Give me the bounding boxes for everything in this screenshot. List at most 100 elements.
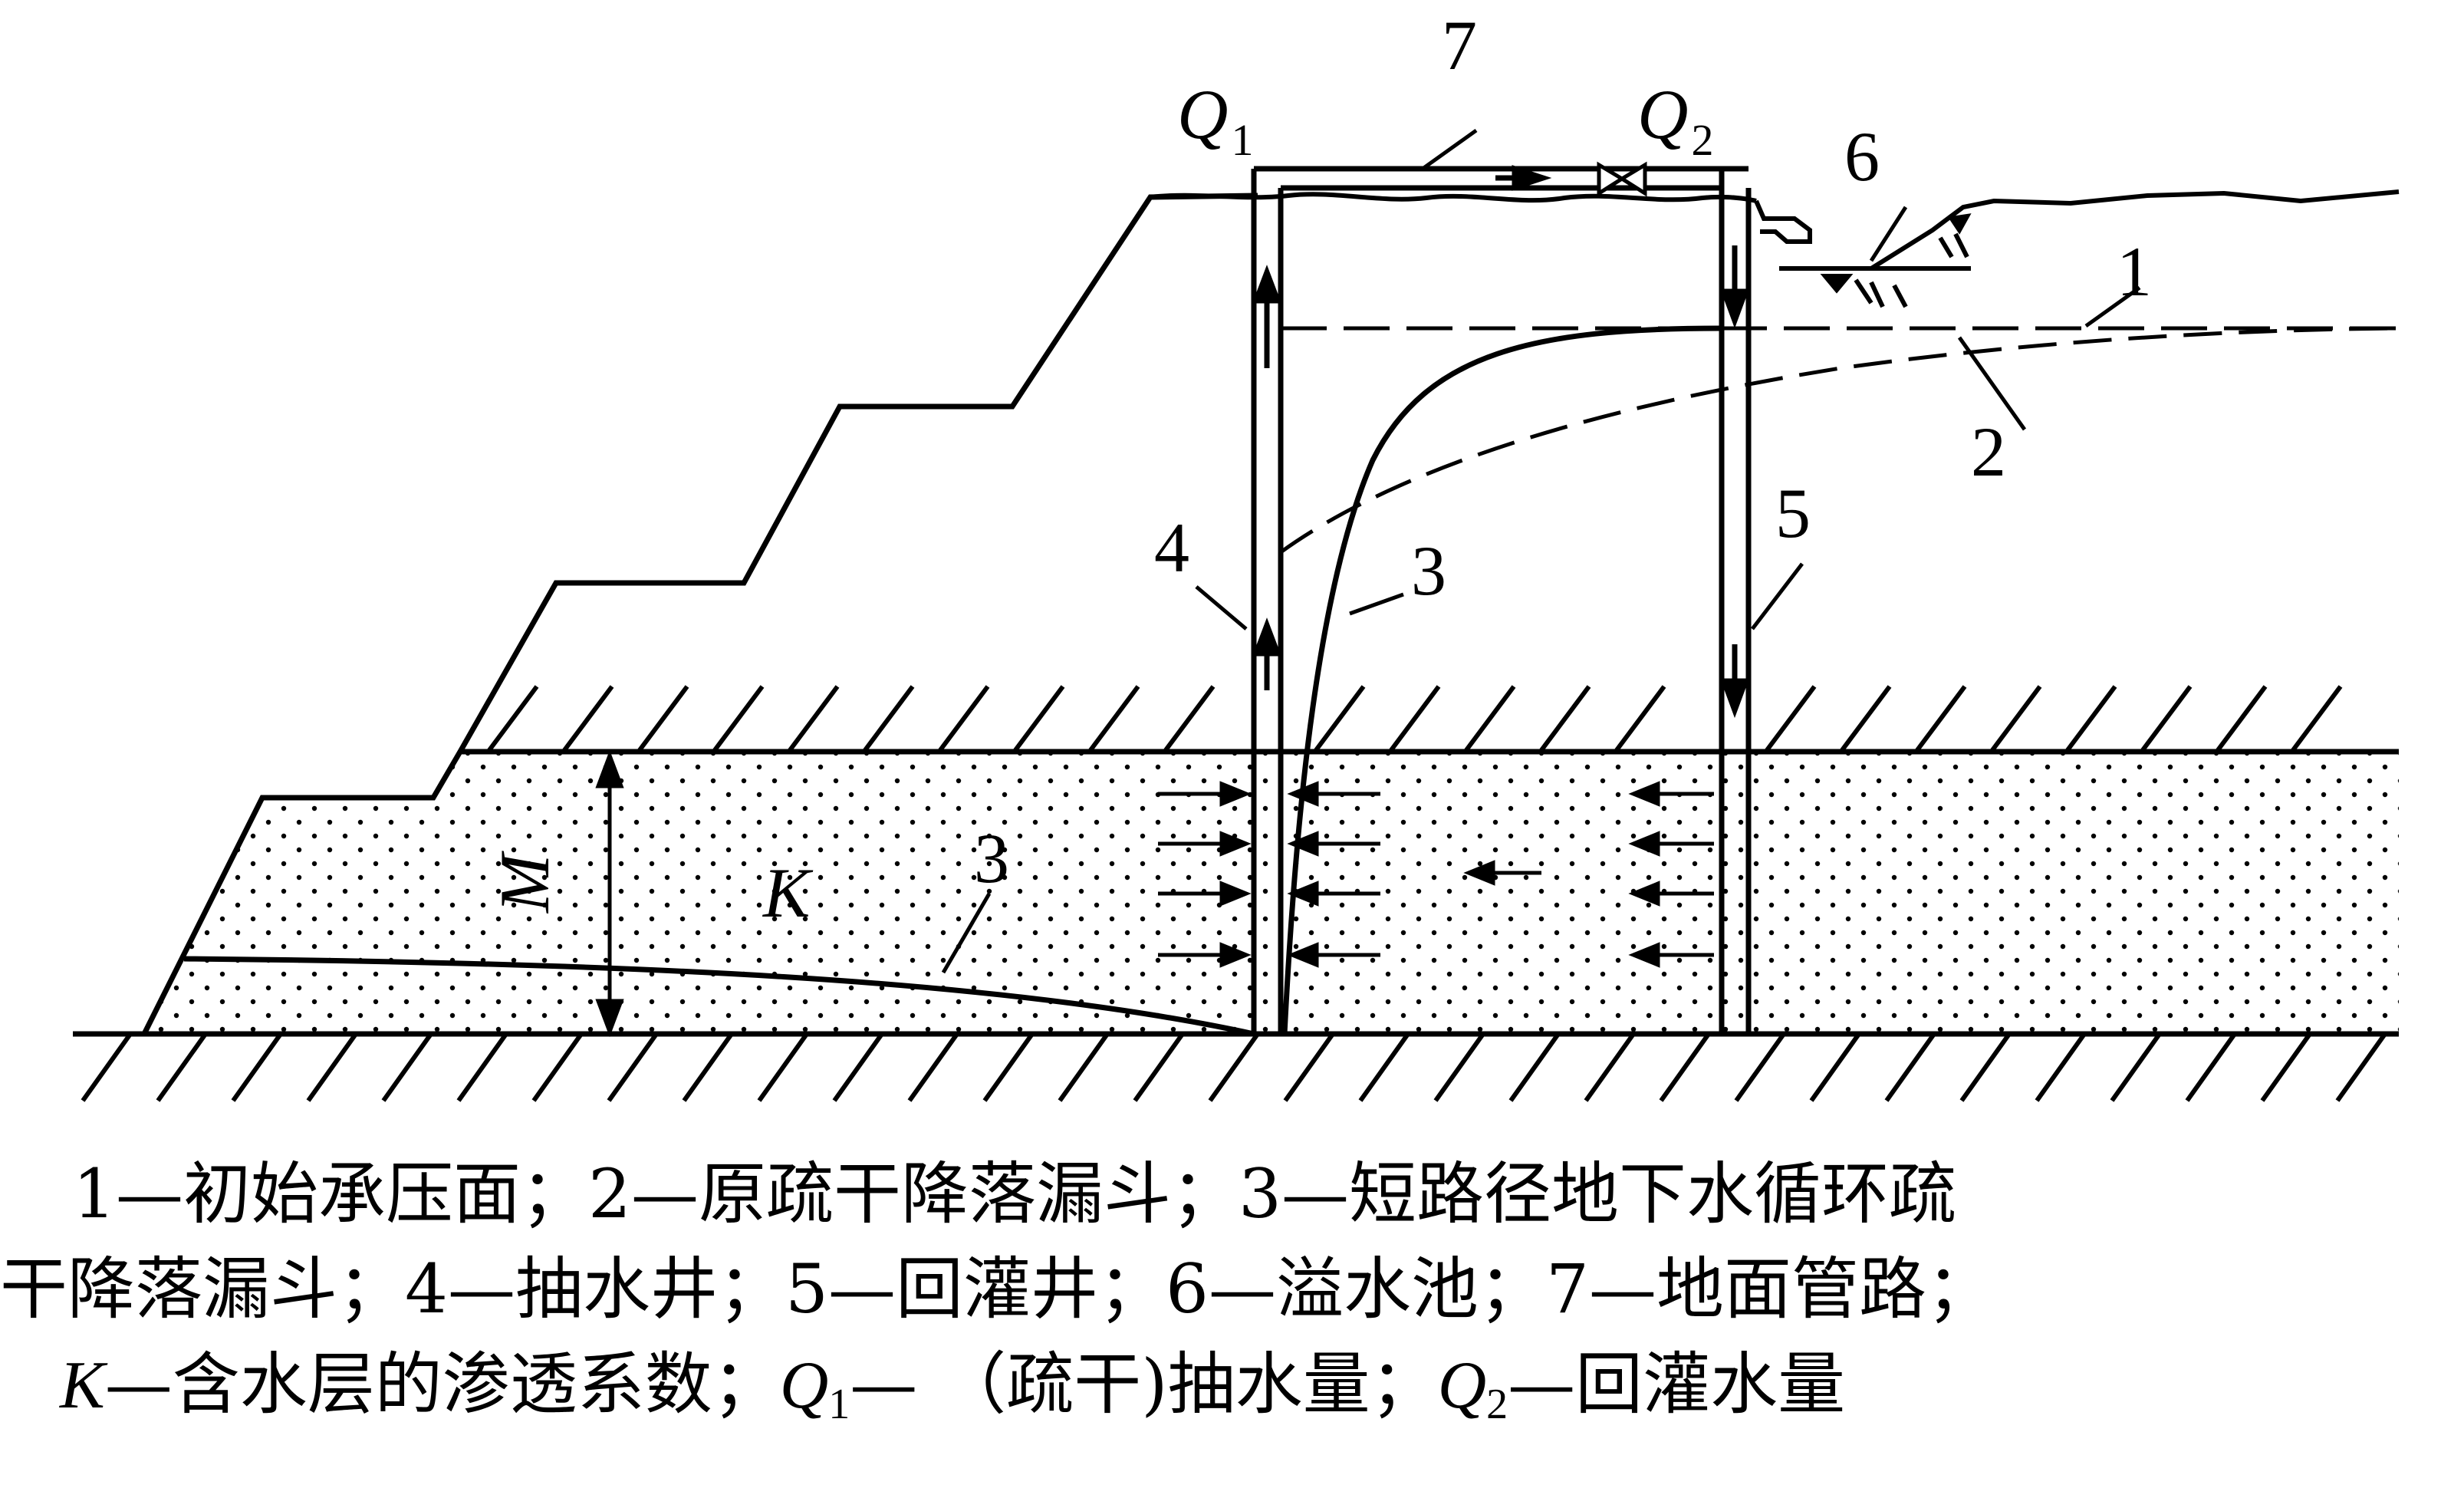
hatch-mark [531,1032,584,1102]
hatch-mark [1058,1032,1110,1102]
hatch-mark [1389,685,1441,752]
hatch-mark [1314,685,1366,752]
hatch-mark [2335,1032,2387,1102]
caption-line-2-text: 干降落漏斗；4—抽水井；5—回灌井；6—溢水池；7—地面管路； [0,1249,1994,1328]
hatch-mark [2216,685,2268,752]
flow-arrow [1287,881,1380,907]
caption-q1-desc: — （疏干)抽水量； [850,1345,1438,1424]
hatch-mark [487,685,539,752]
hatch-mark [1809,1032,1861,1102]
flow-arrow [1158,881,1252,907]
hatch-mark [2035,1032,2087,1102]
hatch-mark [1433,1032,1485,1102]
hatch-mark [381,1032,433,1102]
hatch-mark [1539,685,1591,752]
hatch-mark [1133,1032,1185,1102]
hatch-mark [2110,1032,2162,1102]
ground-surface [1150,192,1757,203]
hatch-mark [1765,685,1817,752]
hatch-mark [607,1032,659,1102]
caption-q1: Q1 [779,1348,850,1428]
hatch-mark [456,1032,508,1102]
label-6: 6 [1844,117,1880,196]
flow-arrow [1628,831,1714,857]
flow-arrow [1158,831,1252,857]
label-q2: Q2 [1637,75,1713,165]
hatch-mark [1990,685,2042,752]
hatch-mark [1659,1032,1711,1102]
hatch-mark [788,685,840,752]
hatch-mark [1163,685,1216,752]
hatch-mark [156,1032,208,1102]
original-drainage-funnel [1279,326,2400,555]
valve-icon [1597,161,1647,197]
hatch-mark [231,1032,283,1102]
hatch-mark [863,685,915,752]
terrace-slope [141,193,1258,1035]
hatch-mark [757,1032,809,1102]
caption-q2: Q2 [1437,1348,1508,1428]
hatch-mark [1734,1032,1786,1102]
thickness-dimension [595,749,624,1038]
caption-line-1-text: 1—初始承压面；2—原疏干降落漏斗；3—短路径地下水循环疏 [73,1154,1956,1233]
hatch-mark [2065,685,2117,752]
hatch-mark [2260,1032,2312,1102]
label-q1: Q1 [1177,75,1253,165]
hatch-mark [832,1032,884,1102]
flow-arrow [1628,781,1714,807]
hatch-mark [938,685,990,752]
label-k: K [762,854,814,932]
ground-pipeline [1254,165,1748,191]
flow-arrow [1287,831,1380,857]
hatch-mark [2291,685,2343,752]
confining-layer-hatch [487,685,2343,752]
hatch-mark [682,1032,734,1102]
hatch-mark [81,1032,133,1102]
hatch-mark [1584,1032,1636,1102]
label-2: 2 [1971,413,2006,491]
short-path-funnel-upper [1281,325,1722,1035]
short-path-funnel-lower [183,956,1255,1037]
caption-line-1: 1—初始承压面；2—原疏干降落漏斗；3—短路径地下水循环疏 [0,1147,2464,1242]
hatch-mark [1358,1032,1410,1102]
label-4: 4 [1154,509,1189,587]
hatch-mark [306,1032,358,1102]
figure-caption: 1—初始承压面；2—原疏干降落漏斗；3—短路径地下水循环疏 干降落漏斗；4—抽水… [0,1147,2464,1432]
hatch-mark [562,685,614,752]
hatch-mark [2140,685,2193,752]
flow-arrow [1628,942,1714,968]
hatch-mark [907,1032,959,1102]
hatch-mark [982,1032,1035,1102]
label-3-upper: 3 [1411,532,1446,610]
aquifer-layer [144,749,2399,1034]
caption-line-2: 干降落漏斗；4—抽水井；5—回灌井；6—溢水池；7—地面管路； [0,1242,2464,1337]
caption-k: K [60,1348,105,1423]
flow-arrow [1287,781,1380,807]
overflow-pool [1754,189,2400,308]
hatch-mark [1088,685,1140,752]
hatch-mark [637,685,689,752]
hatch-mark [1508,1032,1561,1102]
hatch-mark [1959,1032,2012,1102]
flow-arrow [1158,781,1252,807]
label-3-lower: 3 [974,819,1009,897]
caption-q2-desc: —回灌水量 [1508,1345,1846,1424]
flow-arrow [1628,881,1714,907]
hatch-mark [1614,685,1666,752]
flow-arrow [1287,942,1380,968]
hatch-mark [1283,1032,1335,1102]
caption-k-desc: —含水层的渗透系数； [104,1345,780,1424]
hatch-mark [1840,685,1892,752]
flow-arrow [1158,942,1252,968]
flow-arrows [1158,781,1714,968]
label-5: 5 [1775,474,1811,552]
hatch-mark [2185,1032,2237,1102]
hatch-mark [712,685,765,752]
label-leaders [941,128,2141,974]
base-ground-hatch [73,1031,2399,1102]
hatch-mark [1013,685,1065,752]
hatch-mark [1915,685,1967,752]
hatch-mark [1464,685,1516,752]
hatch-mark [1208,1032,1260,1102]
